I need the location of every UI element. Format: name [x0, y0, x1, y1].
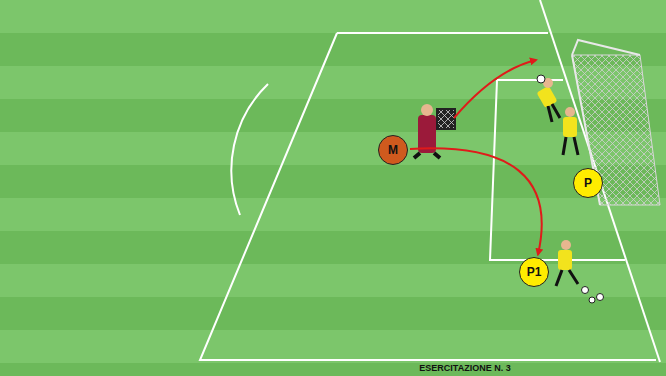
player-marker: M — [378, 135, 408, 165]
marker-letter: P1 — [527, 265, 542, 279]
caption-text: ESERCITAZIONE N. 3 — [419, 363, 510, 373]
marker-letter: P — [584, 176, 592, 190]
player-marker: P1 — [519, 257, 549, 287]
marker-letter: M — [388, 143, 398, 157]
player-marker: P — [573, 168, 603, 198]
pass-arrow — [410, 148, 542, 254]
